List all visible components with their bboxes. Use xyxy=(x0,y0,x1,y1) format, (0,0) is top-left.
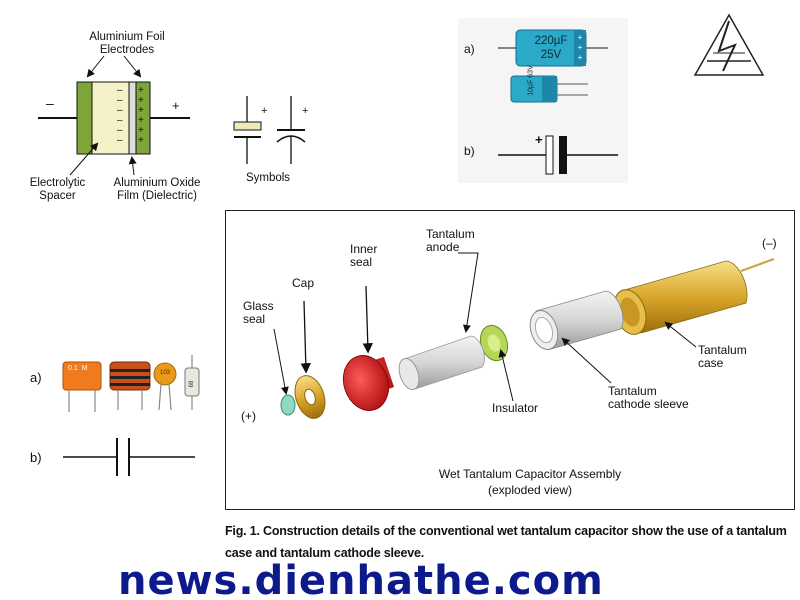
insulator-label: Insulator xyxy=(492,401,539,415)
watermark-link[interactable]: news.dienhathe.com xyxy=(118,562,604,600)
oxide-film-label: Aluminium Oxide Film (Dielectric) xyxy=(113,177,201,202)
tantalum-case-label: Tantalum case xyxy=(698,343,747,370)
axial-capacitor-text: 68 xyxy=(189,380,195,388)
minus-sign: – xyxy=(46,95,54,111)
figure-caption: Fig. 1. Construction details of the conv… xyxy=(225,524,787,560)
svg-text:–: – xyxy=(117,135,123,146)
plus-sign: + xyxy=(172,98,180,113)
big-capacitor-value: 220µF xyxy=(534,35,568,47)
capacitor-symbols xyxy=(233,96,306,164)
symbol-plus-polarized: + xyxy=(535,132,543,147)
cathode-sleeve-label: Tantalum cathode sleeve xyxy=(608,384,689,411)
symbol-plus-2: + xyxy=(302,105,309,117)
item-a-label-top: a) xyxy=(464,42,475,56)
assembly-title: Wet Tantalum Capacitor Assembly xyxy=(438,467,622,481)
svg-text:+: + xyxy=(138,95,144,106)
svg-text:+: + xyxy=(138,105,144,116)
electrolytic-construction-diagram: ––– ––– +++ +++ xyxy=(38,55,190,176)
svg-text:+: + xyxy=(138,115,144,126)
logo-icon xyxy=(693,13,765,76)
item-b-label-top: b) xyxy=(464,144,475,158)
film-capacitor-text: 0.1 M xyxy=(68,365,88,372)
tantalum-figure-box xyxy=(225,210,795,510)
foil-electrodes-label: Aluminium Foil Electrodes xyxy=(89,31,165,56)
svg-text:–: – xyxy=(117,115,123,126)
cap-label: Cap xyxy=(292,276,315,290)
item-a-label-bottom: a) xyxy=(30,370,42,385)
small-capacitor-text: 10µF 63V xyxy=(527,65,535,96)
svg-text:+: + xyxy=(578,43,583,52)
svg-text:–: – xyxy=(117,125,123,136)
svg-text:+: + xyxy=(578,53,583,62)
svg-text:+: + xyxy=(578,33,583,42)
ceramic-capacitors-illustration xyxy=(62,355,200,476)
polarized-capacitors-illustration: + + + xyxy=(498,29,618,175)
inner-seal-label: Inner seal xyxy=(350,242,378,269)
big-capacitor-voltage: 25V xyxy=(540,49,562,61)
svg-text:–: – xyxy=(117,95,123,106)
svg-text:–: – xyxy=(117,105,123,116)
assembly-subtitle: (exploded view) xyxy=(487,483,573,497)
tantalum-exploded-view xyxy=(273,252,775,419)
tantalum-anode-label: Tantalum anode xyxy=(426,227,475,254)
symbol-plus-1: + xyxy=(261,105,268,117)
svg-text:+: + xyxy=(138,85,144,96)
svg-text:+: + xyxy=(138,135,144,146)
symbols-label: Symbols xyxy=(245,172,291,184)
svg-text:–: – xyxy=(117,85,123,96)
electrolytic-spacer-label: Electrolytic Spacer xyxy=(29,177,86,202)
plus-terminal-label: (+) xyxy=(241,409,256,423)
ceramic-disc-text: 103 xyxy=(159,370,170,376)
item-b-label-bottom: b) xyxy=(30,450,42,465)
svg-text:+: + xyxy=(138,125,144,136)
minus-terminal-label: (–) xyxy=(762,236,777,250)
glass-seal-label: Glass seal xyxy=(243,299,274,326)
